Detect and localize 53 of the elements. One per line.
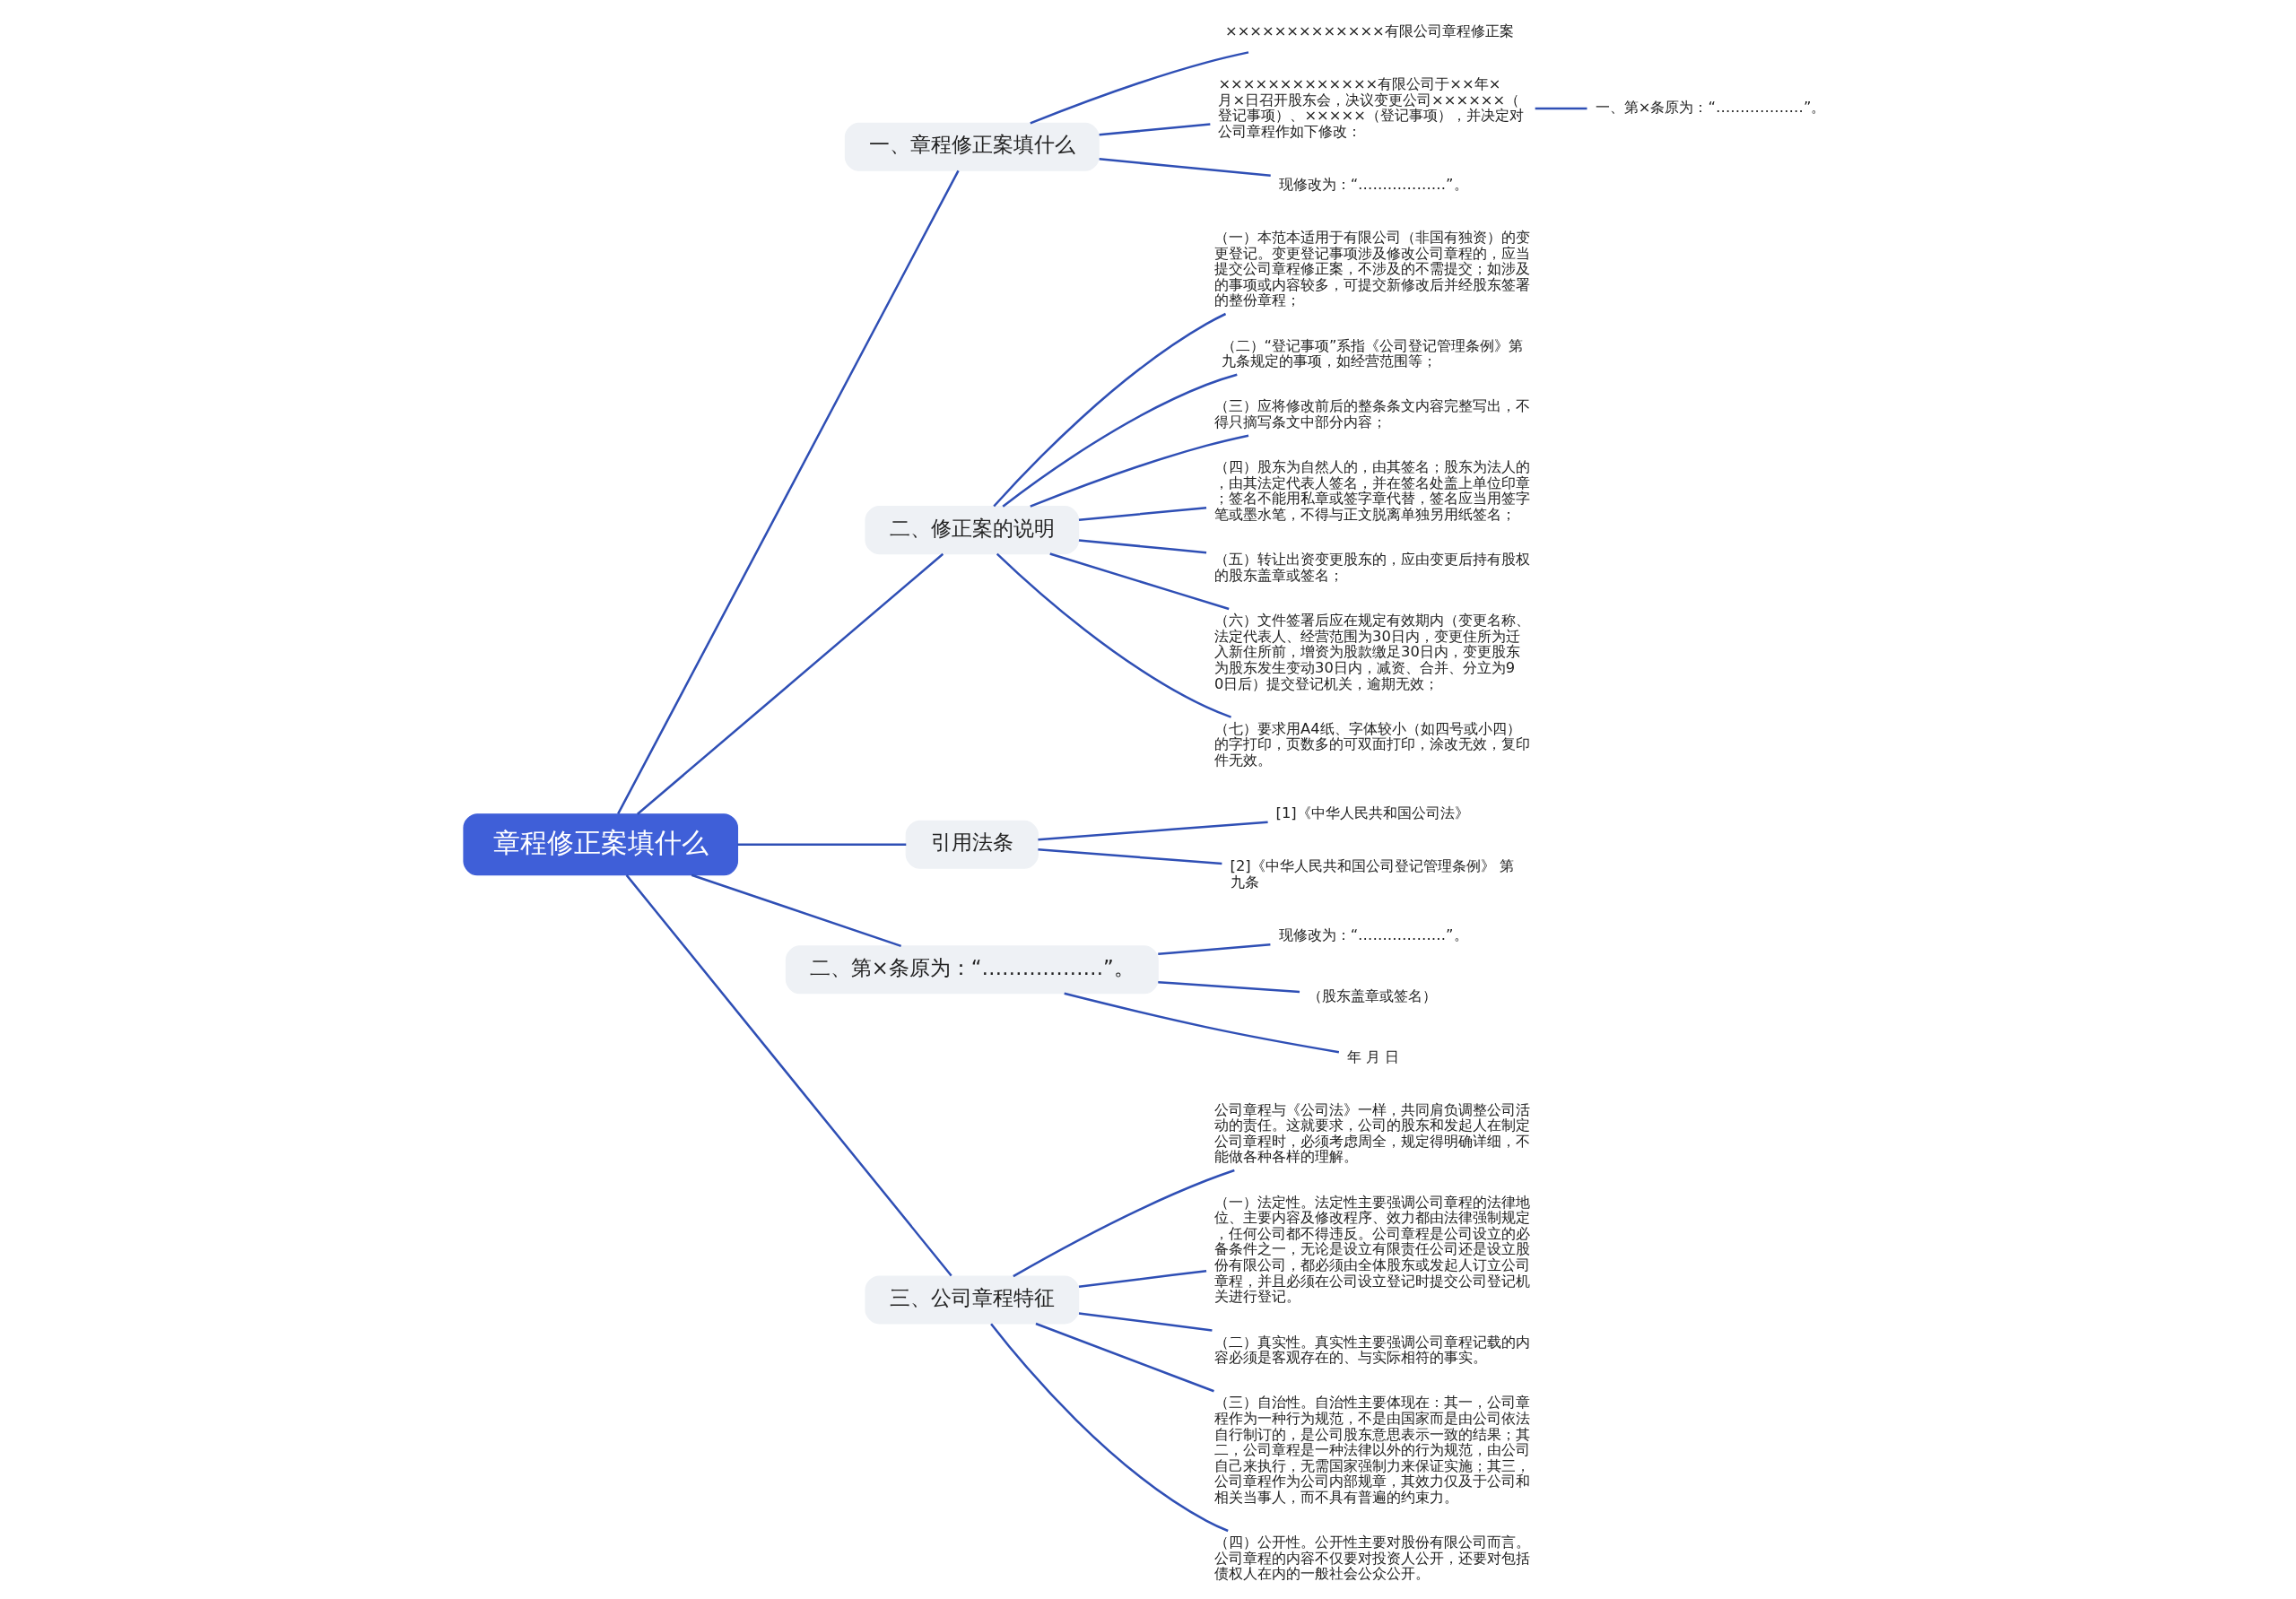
node-text: （五）转让出资变更股东的，应由变更后持有股权的股东盖章或签名； [1213, 551, 1530, 584]
connector [1001, 373, 1238, 508]
connector [989, 1323, 1229, 1533]
node-text: 现修改为：“………………”。 [1278, 926, 1468, 943]
connector [691, 873, 901, 948]
node-text: （二）真实性。真实性主要强调公司章程记载的内容必须是客观存在的、与实际相符的事实。 [1213, 1333, 1530, 1367]
node-text: ×××××××××××××有限公司于××年×月×日召开股东会，决议变更公司××××××（登记事项）、×××××（登记事项），并决定对公司章程作如下修改： [1217, 75, 1524, 140]
node-text: （七）要求用A4纸、字体较小（如四号或小四）的字打印，页数多的可双面打印，涂改无效，复印件无效。 [1213, 719, 1530, 769]
node-text: 现修改为：“………………”。 [1278, 175, 1468, 193]
connector [737, 843, 906, 847]
connector [1099, 158, 1271, 177]
connector [1029, 51, 1248, 125]
connector [636, 552, 944, 815]
connector [996, 552, 1231, 718]
connector [1063, 992, 1339, 1054]
node-box: 三、公司章程特征 [864, 1275, 1079, 1325]
connector [1048, 552, 1230, 611]
connector [1099, 123, 1210, 136]
node-text: ×××××××××××××有限公司章程修正案 [1224, 22, 1514, 39]
connector [992, 312, 1226, 508]
connector [1078, 539, 1206, 554]
node-text: （股东盖章或签名） [1307, 986, 1437, 1004]
node-text: 年 月 日 [1346, 1047, 1399, 1065]
connector [1535, 107, 1587, 110]
connector [1078, 1312, 1213, 1332]
connector [1157, 981, 1300, 994]
node-text: [1]《中华人民共和国公司法》 [1275, 804, 1469, 822]
node-text: 一、第×条原为：“………………”。 [1595, 99, 1825, 117]
connector [1037, 821, 1268, 841]
connector [625, 874, 952, 1277]
node-box: 引用法条 [905, 820, 1039, 869]
node-box: 一、章程修正案填什么 [844, 122, 1100, 171]
node-box: 二、第×条原为：“………………”。 [785, 945, 1159, 995]
connector [616, 169, 960, 814]
connector [1012, 1169, 1235, 1278]
connector [1157, 943, 1271, 956]
node-text: （一）本范本适用于有限公司（非国有独资）的变更登记。变更登记事项涉及修改公司章程的，应当提交公司章程修正案，不涉及的不需提交；如涉及的事项或内容较多，可提交新修改后并经股东签署的整份章程； [1213, 228, 1530, 309]
node-text: 公司章程与《公司法》一样，共同肩负调整公司活动的责任。这就要求，公司的股东和发起人在制定公司章程时，必须考虑周全，规定得明确详细，不能做各种各样的理解。 [1213, 1100, 1530, 1166]
connector [1029, 434, 1248, 508]
connector [1078, 1269, 1206, 1289]
node-text: （三）自治性。自治性主要体现在：其一，公司章程作为一种行为规范，不是由国家而是由公司依法自行制订的，是公司股东意思表示一致的结果；其二，公司章程是一种法律以外的行为规范，由公司自己来执行，无需国家强制力来保证实施；其三，公司章程作为公司内部规章，其效力仅及于公司和相关当事人，而不具有普遍的约束力。 [1213, 1394, 1530, 1506]
node-text: （二）“登记事项”系指《公司登记管理条例》第九条规定的事项，如经营范围等； [1221, 336, 1523, 370]
node-text: （六）文件签署后应在规定有效期内（变更名称、法定代表人、经营范围为30日内，变更住所为迁入新住所前，增资为股款缴足30日内，变更股东为股东发生变动30日内，减资、合并、分立为90日后）提交登记机关，逾期无效； [1213, 612, 1530, 692]
node-text: （一）法定性。法定性主要强调公司章程的法律地位、主要内容及修改程序、效力都由法律强制规定，任何公司都不得违反。公司章程是公司设立的必备条件之一，无论是设立有限责任公司还是设立股份有限公司，都必须由全体股东或发起人订立公司章程，并且必须在公司设立登记时提交公司登记机关进行登记。 [1213, 1193, 1530, 1306]
node-text: （三）应将修改前后的整条条文内容完整写出，不得只摘写条文中部分内容； [1213, 397, 1530, 431]
node-text: （四）股东为自然人的，由其签名；股东为法人的，由其法定代表人签名，并在签名处盖上单位印章；签名不能用私章或签字章代替，签名应当用签字笔或墨水笔，不得与正文脱离单独另用纸签名； [1213, 458, 1530, 524]
connector [1078, 506, 1206, 522]
node-box: 二、修正案的说明 [864, 506, 1079, 555]
node-text: （四）公开性。公开性主要对股份有限公司而言。公司章程的内容不仅要对投资人公开，还要对包括债权人在内的一般社会公众公开。 [1213, 1534, 1530, 1583]
node-box: 章程修正案填什么 [462, 813, 738, 876]
node-text: [2]《中华人民共和国公司登记管理条例》 第九条 [1230, 857, 1514, 891]
connector [1037, 848, 1222, 865]
connector [1035, 1322, 1214, 1393]
